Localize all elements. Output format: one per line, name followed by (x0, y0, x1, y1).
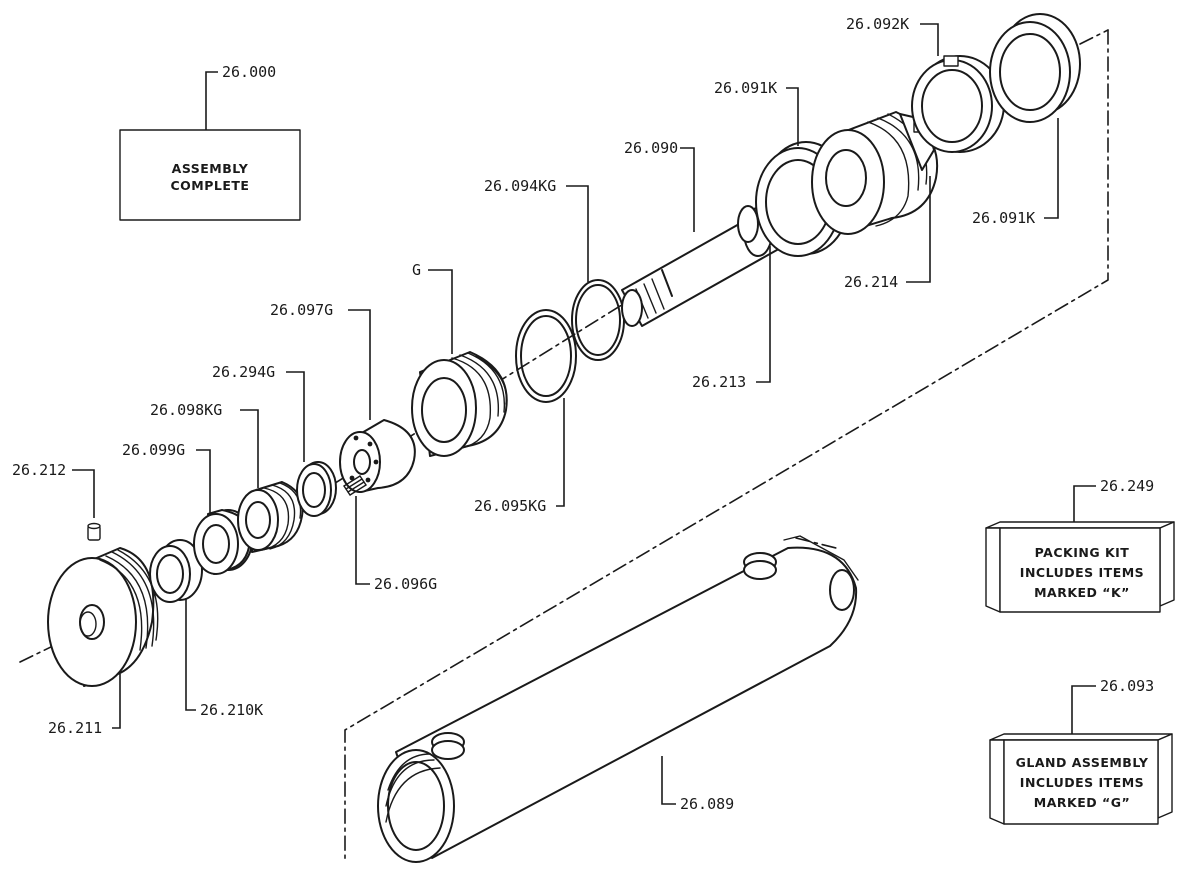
gland-box-line1: GLAND ASSEMBLY (1016, 755, 1149, 770)
assembly-box-line1: ASSEMBLY (172, 161, 249, 176)
part-barrel (377, 535, 859, 863)
part-wiper-ring-right (989, 13, 1081, 123)
label-26-000: 26.000 (222, 63, 276, 81)
label-26-096g: 26.096G (374, 575, 437, 593)
label-26-098kg: 26.098KG (150, 401, 222, 419)
label-26-249: 26.249 (1100, 477, 1154, 495)
part-bearing-ring (193, 509, 253, 575)
label-26-091k-top: 26.091K (714, 79, 777, 97)
label-26-093: 26.093 (1100, 677, 1154, 695)
label-26-099g: 26.099G (122, 441, 185, 459)
label-26-094kg: 26.094KG (484, 177, 556, 195)
part-snap-ring (911, 55, 1005, 153)
label-26-095kg: 26.095KG (474, 497, 546, 515)
label-26-091k-right: 26.091K (972, 209, 1035, 227)
part-end-cap (47, 522, 159, 687)
part-set-screw (343, 475, 367, 496)
part-wiper (149, 539, 203, 603)
part-back-ring (296, 461, 337, 517)
label-26-097g: 26.097G (270, 301, 333, 319)
label-26-092k: 26.092K (846, 15, 909, 33)
packing-box-line3: MARKED “K” (1034, 585, 1130, 600)
label-26-213: 26.213 (692, 373, 746, 391)
packing-box-line1: PACKING KIT (1035, 545, 1130, 560)
label-26-294g: 26.294G (212, 363, 275, 381)
part-piston (411, 351, 508, 457)
packing-box-line2: INCLUDES ITEMS (1020, 565, 1144, 580)
label-26-214: 26.214 (844, 273, 898, 291)
leader-lines (72, 23, 1096, 805)
label-26-210k: 26.210K (200, 701, 263, 719)
assembly-box-line2: COMPLETE (171, 178, 250, 193)
gland-box-line3: MARKED “G” (1034, 795, 1130, 810)
label-26-212: 26.212 (12, 461, 66, 479)
part-piston-nut (339, 419, 416, 493)
label-g: G (412, 261, 421, 279)
packing-kit-box: PACKING KIT INCLUDES ITEMS MARKED “K” (985, 521, 1175, 613)
gland-box-line2: INCLUDES ITEMS (1020, 775, 1144, 790)
gland-assembly-box: GLAND ASSEMBLY INCLUDES ITEMS MARKED “G” (989, 733, 1173, 825)
part-oring-large (515, 309, 577, 403)
part-labels: 26.000 26.092K 26.091K 26.090 26.094KG G… (12, 15, 1154, 813)
part-packing-stack (237, 481, 304, 553)
label-26-089: 26.089 (680, 795, 734, 813)
label-26-211: 26.211 (48, 719, 102, 737)
assembly-complete-box: ASSEMBLY COMPLETE (119, 129, 301, 221)
label-26-090: 26.090 (624, 139, 678, 157)
